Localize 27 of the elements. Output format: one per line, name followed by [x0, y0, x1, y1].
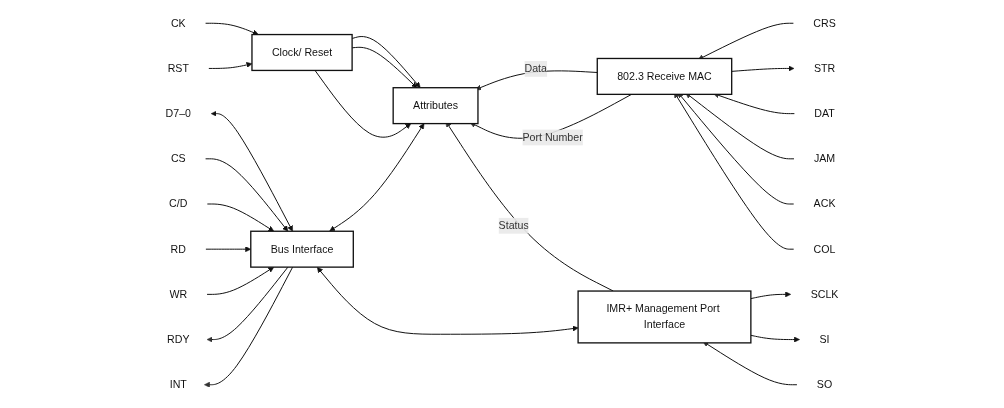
node-text: WR: [169, 288, 188, 300]
node-text: INT: [169, 378, 187, 391]
node-text: CS: [170, 152, 186, 165]
node-text: SO: [816, 378, 833, 391]
edge-label: Port Number: [522, 131, 583, 143]
node-text: CRS: [813, 17, 836, 29]
edge-label: Data: [524, 62, 547, 75]
node-box: Clock/ Reset: [251, 33, 353, 72]
node-box: 802.3 Receive MAC: [596, 57, 733, 96]
node-text: DAT: [814, 107, 835, 119]
node-text: D7–0: [165, 107, 191, 119]
node-text: JAM: [813, 152, 836, 165]
node-text: C/D: [169, 198, 188, 210]
node-text: STR: [813, 62, 836, 74]
node-text: SI: [819, 333, 830, 345]
node-text: CK: [170, 17, 186, 29]
node-text: SCLK: [810, 288, 839, 300]
node-text: COL: [813, 243, 836, 255]
edge-label: Status: [498, 219, 529, 232]
node-box: Bus Interface: [250, 230, 354, 268]
node-text: RST: [167, 62, 189, 74]
arrow: [206, 203, 275, 232]
node-text: RDY: [167, 333, 190, 345]
node-text: RD: [170, 243, 186, 255]
node-box: Attributes: [392, 87, 479, 125]
node-box: IMR+ Management Port Interface: [577, 290, 752, 344]
node-text: ACK: [813, 198, 836, 210]
